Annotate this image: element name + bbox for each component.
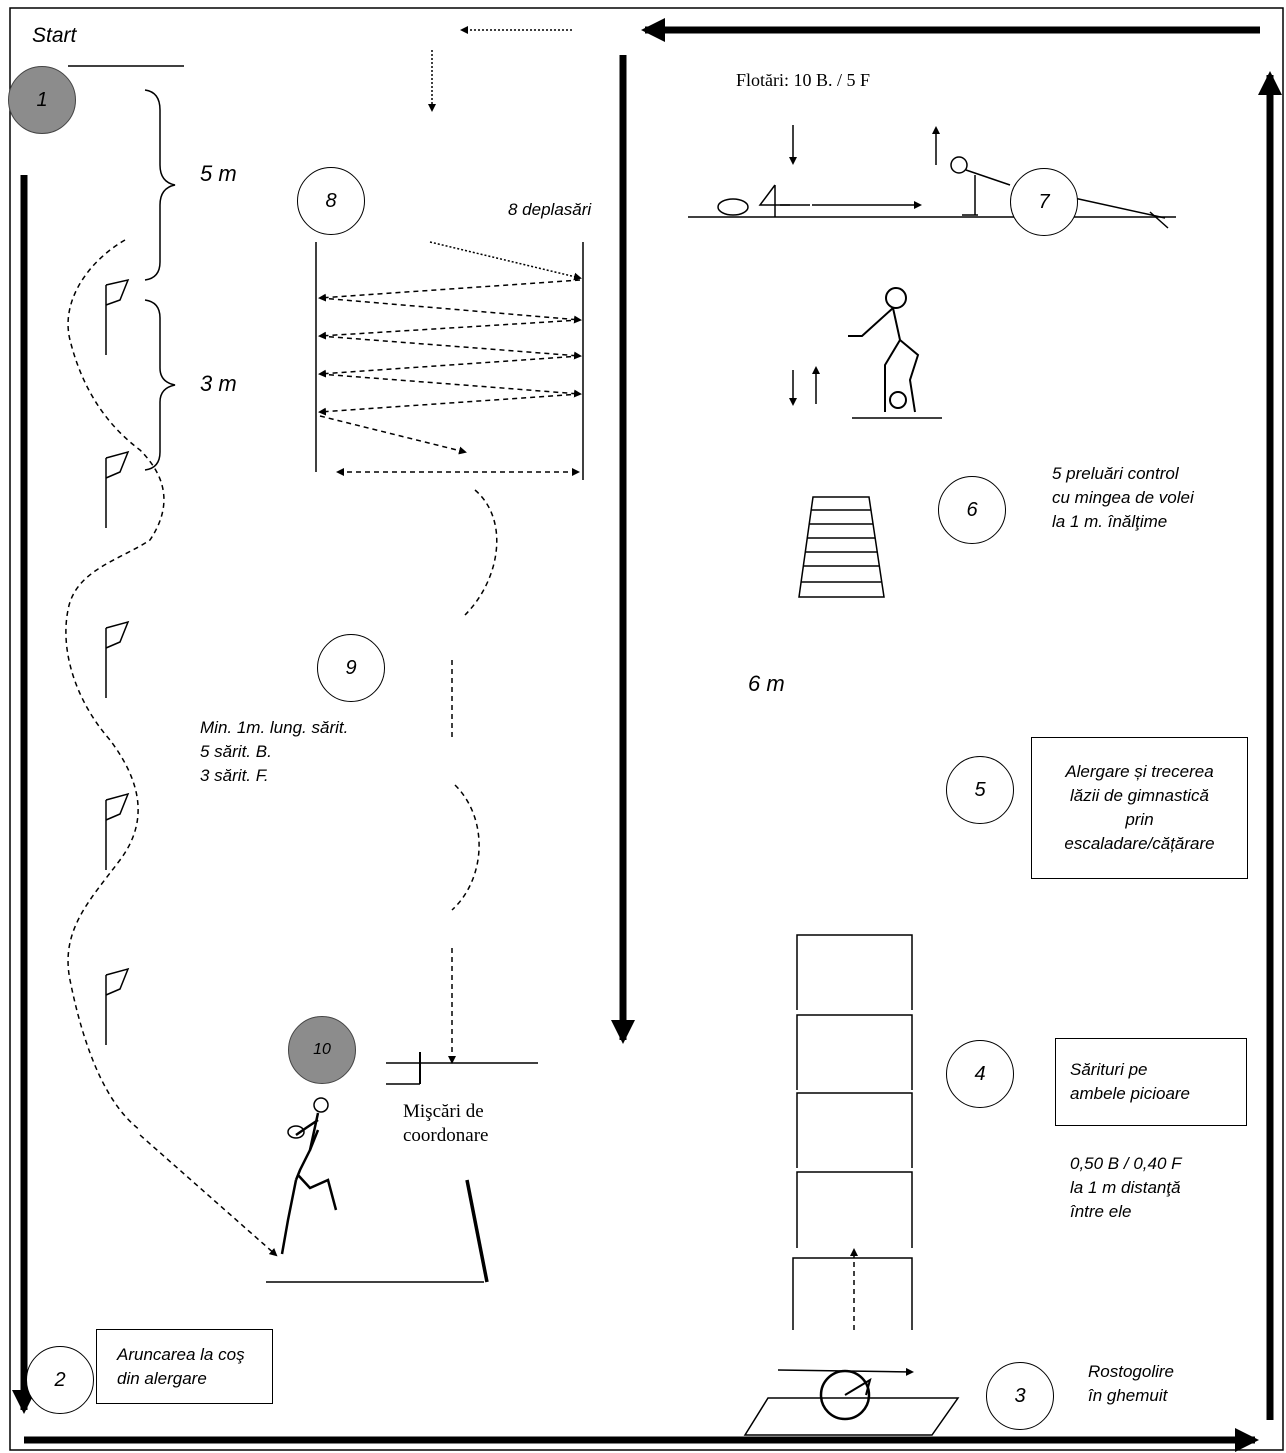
station-8-circle: 8 [297,167,365,235]
sarituri-picioare-box: Sărituri pe ambele picioare [1055,1038,1247,1126]
hurdles [792,934,913,1330]
miscari-label: Mişcări de coordonare [403,1101,489,1146]
station-9-circle: 9 [317,634,385,702]
brace-5m [144,89,176,281]
station-2-circle: 2 [26,1346,94,1414]
pushup-figure [717,156,1169,229]
sarituri-distanta-label: 0,50 B / 0,40 F la 1 m distanţă între el… [1070,1154,1182,1221]
distance-6m-label: 6 m [748,671,785,696]
slalom-path [65,239,165,1131]
aruncarea-text: Aruncarea la coş din alergare [117,1344,245,1388]
station-5-circle: 5 [946,756,1014,824]
squat-figure [848,287,920,413]
deplasari-label: 8 deplasări [508,200,592,219]
start-label: Start [32,24,77,47]
alergare-box: Alergare și trecerea lăzii de gimnastică… [1031,737,1248,879]
sarituri-lung-label: Min. 1m. lung. sărit. 5 sărit. B. 3 sări… [200,718,349,785]
station-1-circle: 1 [8,66,76,134]
rostogolire-label: Rostogolire în ghemuit [1088,1362,1174,1405]
station-6-circle: 6 [938,476,1006,544]
station-4-circle: 4 [946,1040,1014,1108]
zigzag-arrows [318,241,582,455]
slalom-arrow [139,1134,278,1257]
distance-3m-label: 3 m [200,371,237,396]
brace-3m [144,299,176,471]
sarituri-picioare-text: Sărituri pe ambele picioare [1070,1060,1191,1103]
alergare-text: Alergare și trecerea lăzii de gimnastică… [1064,762,1215,853]
vaulting-box [798,496,885,598]
outer-frame [9,7,1284,1451]
flags [105,278,130,1045]
basket-pole [465,1179,489,1283]
path-8-9 [464,489,498,616]
station-10-circle: 10 [288,1016,356,1084]
aruncarea-box: Aruncarea la coş din alergare [96,1329,273,1404]
path-9-curve [451,784,480,911]
station-7-circle: 7 [1010,168,1078,236]
flotari-label: Flotări: 10 B. / 5 F [736,70,871,90]
station-3-circle: 3 [986,1362,1054,1430]
thrower-figure [280,1097,338,1255]
distance-5m-label: 5 m [200,161,237,186]
roll-mat [743,1367,960,1436]
preluari-label: 5 preluări control cu mingea de volei la… [1052,464,1194,531]
